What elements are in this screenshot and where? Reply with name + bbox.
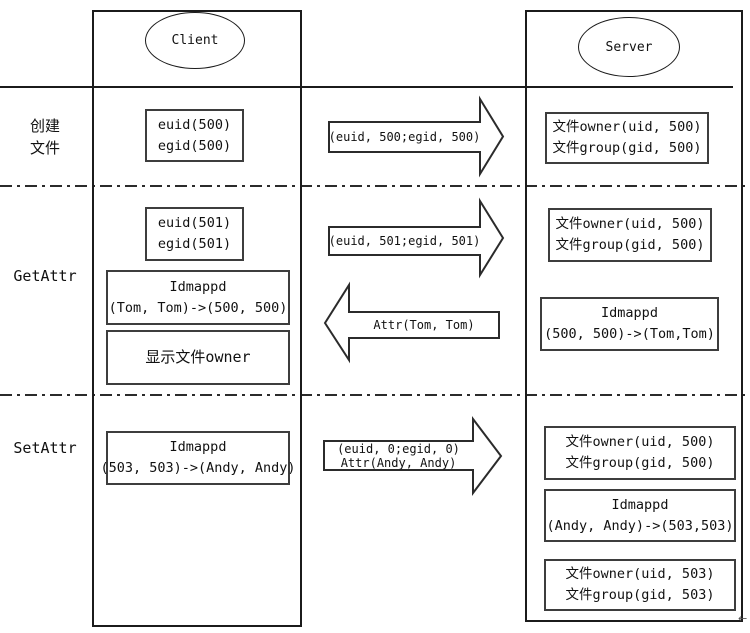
box-line: Idmappd	[611, 496, 669, 513]
box-line: egid(500)	[157, 137, 232, 154]
block-arrow-right-icon	[328, 197, 505, 279]
box-line: (503, 503)->(Andy, Andy)	[100, 460, 296, 476]
block-arrow-left-icon	[323, 281, 500, 364]
row-separator-create-getattr	[0, 185, 750, 187]
arrow-label-line: (euid, 500;egid, 500)	[328, 130, 481, 144]
box-line: 文件owner(uid, 500)	[555, 216, 705, 232]
block-arrow-right-icon	[323, 416, 503, 496]
server-lane	[525, 10, 743, 622]
arrow-label: (euid, 501;egid, 501)	[328, 227, 481, 255]
block-arrow-right-icon	[328, 95, 505, 178]
server-title: Server	[605, 39, 653, 55]
arrow-getattr-response: Attr(Tom, Tom)	[323, 281, 500, 364]
box-line: euid(500)	[157, 116, 232, 133]
box-line: euid(501)	[157, 215, 232, 231]
box-setattr-server-owner-before: 文件owner(uid, 500) 文件group(gid, 500)	[544, 426, 736, 480]
row-label-line: GetAttr	[13, 267, 77, 285]
box-line: 文件group(gid, 500)	[555, 237, 705, 253]
box-create-client-ids: euid(500) egid(500)	[145, 109, 244, 162]
header-separator-line	[0, 86, 733, 88]
box-line: egid(501)	[157, 236, 232, 252]
box-getattr-client-display: 显示文件owner	[106, 330, 290, 385]
arrow-label-line: (euid, 0;egid, 0)	[337, 441, 460, 456]
arrow-label: Attr(Tom, Tom)	[349, 312, 499, 338]
row-separator-getattr-setattr	[0, 394, 750, 396]
arrow-getattr-request: (euid, 501;egid, 501)	[328, 197, 505, 279]
box-line: 文件group(gid, 503)	[565, 587, 715, 603]
box-setattr-server-idmap: Idmappd (Andy, Andy)->(503,503)	[544, 489, 736, 542]
box-line: 文件owner(uid, 500)	[552, 119, 702, 135]
arrow-label-line: (euid, 501;egid, 501)	[328, 234, 481, 248]
box-line: (Andy, Andy)->(503,503)	[546, 517, 734, 534]
box-line: Idmappd	[601, 305, 658, 321]
client-lane	[92, 10, 302, 627]
row-label-line: 文件	[29, 139, 60, 157]
box-line: 文件owner(uid, 503)	[565, 566, 715, 582]
arrow-label-line: Attr(Tom, Tom)	[373, 318, 475, 332]
box-line: 文件owner(uid, 500)	[565, 434, 715, 450]
box-getattr-client-idmap: Idmappd (Tom, Tom)->(500, 500)	[106, 270, 290, 325]
arrow-create-request: (euid, 500;egid, 500)	[328, 95, 505, 178]
box-getattr-client-ids: euid(501) egid(501)	[145, 207, 244, 261]
server-node: Server	[578, 17, 680, 77]
client-title: Client	[171, 33, 219, 48]
arrow-label: (euid, 500;egid, 500)	[328, 122, 481, 152]
box-line: (Tom, Tom)->(500, 500)	[108, 299, 288, 316]
row-label-line: SetAttr	[13, 439, 77, 457]
arrow-label: (euid, 0;egid, 0) Attr(Andy, Andy)	[324, 441, 473, 470]
box-setattr-client-idmap: Idmappd (503, 503)->(Andy, Andy)	[100, 431, 296, 485]
box-line: Idmappd	[169, 278, 227, 295]
box-line: (500, 500)->(Tom,Tom)	[544, 326, 715, 342]
box-line: 文件group(gid, 500)	[565, 455, 715, 471]
box-line: 文件group(gid, 500)	[552, 140, 702, 156]
box-line: 显示文件owner	[145, 348, 251, 366]
row-label-setattr: SetAttr	[5, 434, 85, 462]
row-label-getattr: GetAttr	[5, 262, 85, 290]
cursor-artifact: ←	[738, 612, 748, 625]
arrow-label-line: Attr(Andy, Andy)	[340, 455, 457, 470]
box-getattr-server-idmap: Idmappd (500, 500)->(Tom,Tom)	[540, 297, 719, 351]
client-node: Client	[145, 12, 245, 69]
box-create-server-owner: 文件owner(uid, 500) 文件group(gid, 500)	[545, 112, 709, 164]
box-line: Idmappd	[169, 439, 227, 455]
arrow-setattr-request: (euid, 0;egid, 0) Attr(Andy, Andy)	[323, 416, 503, 496]
row-label-create-file: 创建 文件	[5, 108, 85, 166]
box-setattr-server-owner-after: 文件owner(uid, 503) 文件group(gid, 503)	[544, 559, 736, 611]
box-getattr-server-owner: 文件owner(uid, 500) 文件group(gid, 500)	[548, 208, 712, 262]
row-label-line: 创建	[29, 117, 60, 135]
